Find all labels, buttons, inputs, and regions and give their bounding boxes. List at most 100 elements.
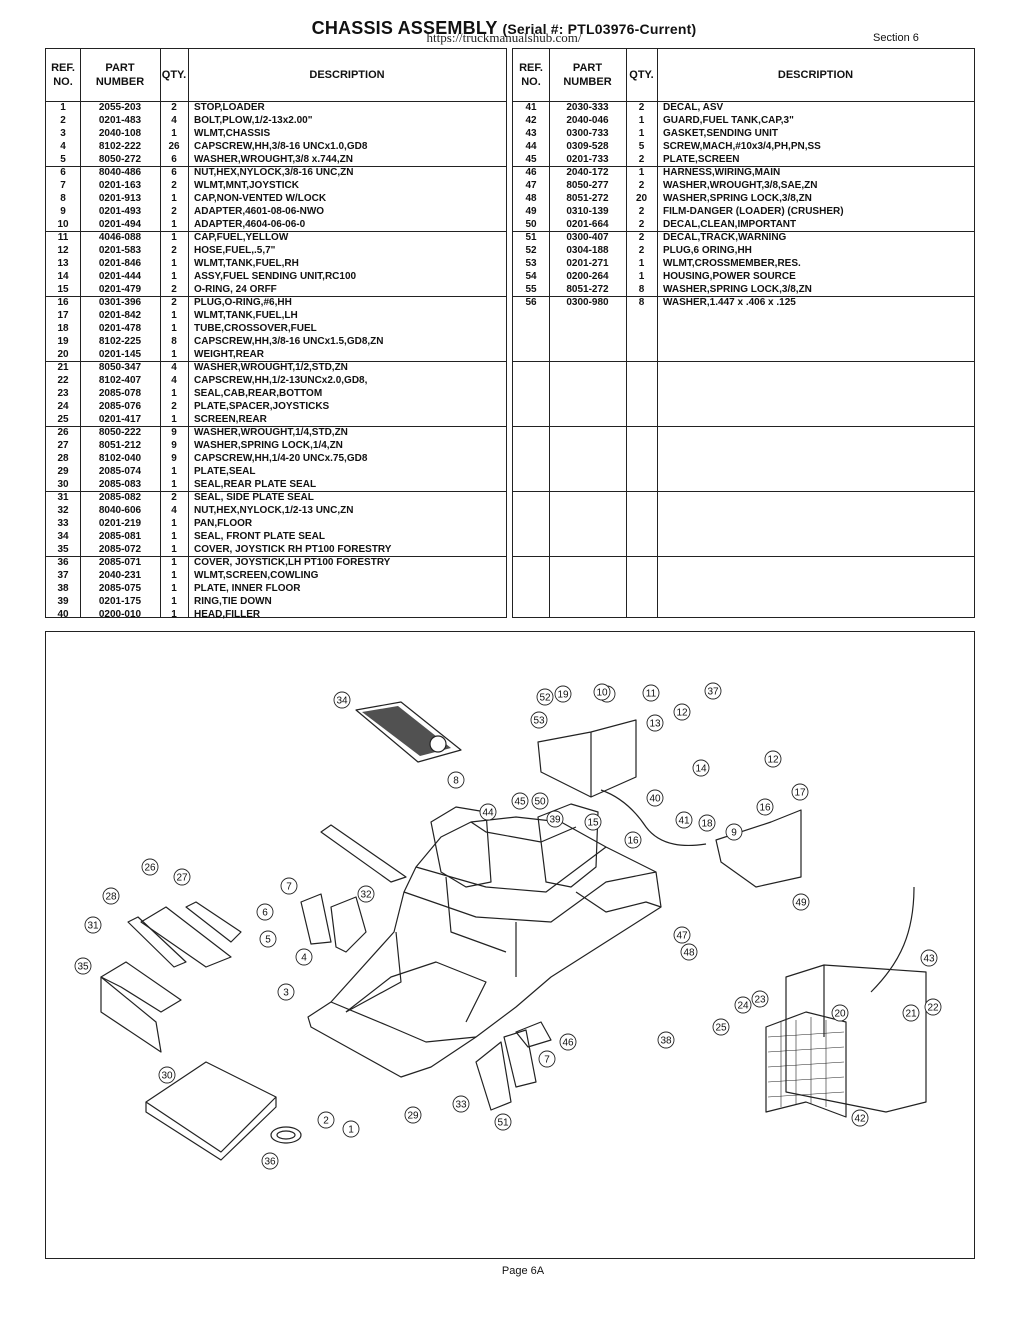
ref-cell: 17 xyxy=(57,310,69,321)
ref-cell: 55 xyxy=(525,284,537,295)
description-cell: RING,TIE DOWN xyxy=(194,596,272,607)
ref-cell: 42 xyxy=(525,115,537,126)
part-number-cell: 8050-222 xyxy=(98,427,142,438)
ref-cell: 26 xyxy=(57,427,69,438)
qty-cell: 1 xyxy=(171,583,177,594)
svg-text:29: 29 xyxy=(407,1111,419,1122)
qty-cell: 1 xyxy=(171,531,177,542)
callout-46: 46 xyxy=(559,1033,577,1051)
empty-row-divider xyxy=(513,478,974,492)
title-main: CHASSIS ASSEMBLY xyxy=(311,18,498,38)
part-number-cell: 8050-347 xyxy=(98,362,142,373)
part-number-cell: 4046-088 xyxy=(98,232,142,243)
description-cell: DECAL, ASV xyxy=(663,102,724,113)
qty-cell: 1 xyxy=(638,258,645,269)
table-header: REF. NO. PART NUMBER QTY. DESCRIPTION xyxy=(46,49,506,102)
callout-16: 16 xyxy=(756,798,774,816)
svg-text:51: 51 xyxy=(497,1118,509,1129)
svg-text:25: 25 xyxy=(715,1023,727,1034)
description-cell: SCREW,MACH,#10x3/4,PH,PN,SS xyxy=(663,141,821,152)
qty-cell: 4 xyxy=(171,115,177,126)
ref-cell: 10 xyxy=(57,219,69,230)
description-cell: WLMT,CROSSMEMBER,RES. xyxy=(663,258,801,269)
part-number-cell: 0300-733 xyxy=(566,128,609,139)
description-cell: CAPSCREW,HH,1/2-13UNCx2.0,GD8, xyxy=(194,375,368,386)
ref-cell: 5 xyxy=(60,154,66,165)
description-cell: WLMT,TANK,FUEL,RH xyxy=(194,258,299,269)
part-number-cell: 2040-172 xyxy=(566,167,609,178)
qty-cell: 2 xyxy=(171,297,177,308)
part-number-cell: 0201-493 xyxy=(98,206,142,217)
description-cell: SEAL,CAB,REAR,BOTTOM xyxy=(194,388,323,399)
svg-text:47: 47 xyxy=(676,931,688,942)
description-cell: NUT,HEX,NYLOCK,3/8-16 UNC,ZN xyxy=(194,167,354,178)
part-number-cell: 2085-074 xyxy=(98,466,142,477)
ref-cell: 19 xyxy=(57,336,69,347)
qty-cell: 1 xyxy=(171,557,177,568)
callout-24: 24 xyxy=(734,996,752,1014)
ref-cell: 9 xyxy=(60,206,66,217)
ref-cell: 43 xyxy=(525,128,537,139)
part-number-cell: 0201-163 xyxy=(98,180,142,191)
qty-cell: 2 xyxy=(171,102,177,113)
header-qty: QTY. xyxy=(161,69,187,81)
description-cell: HOSE,FUEL,.5,7" xyxy=(194,245,276,256)
ref-cell: 29 xyxy=(57,466,69,477)
callout-34: 34 xyxy=(333,691,351,709)
description-cell: HEAD,FILLER xyxy=(194,609,261,620)
page-title: CHASSIS ASSEMBLY (Serial #: PTL03976-Cur… xyxy=(0,18,1008,39)
part-number-cell: 0201-846 xyxy=(98,258,142,269)
callout-31: 31 xyxy=(84,916,102,934)
ref-cell: 33 xyxy=(57,518,69,529)
description-cell: O-RING, 24 ORFF xyxy=(194,284,277,295)
svg-text:49: 49 xyxy=(795,898,807,909)
description-cell: STOP,LOADER xyxy=(194,102,265,113)
parts-table-right: REF. NO. PART NUMBER QTY. DESCRIPTION 41… xyxy=(512,48,975,618)
svg-text:12: 12 xyxy=(676,708,688,719)
part-number-cell: 0200-264 xyxy=(566,271,609,282)
ref-cell: 36 xyxy=(57,557,69,568)
ref-cell: 51 xyxy=(525,232,537,243)
callout-5: 5 xyxy=(259,930,277,948)
empty-row-divider xyxy=(513,543,974,557)
part-number-cell: 8040-486 xyxy=(98,167,142,178)
qty-cell: 1 xyxy=(171,414,177,425)
svg-text:53: 53 xyxy=(533,716,545,727)
ref-cell: 23 xyxy=(57,388,69,399)
empty-row-divider xyxy=(513,413,974,427)
part-number-cell: 2085-072 xyxy=(98,544,142,555)
description-cell: COVER, JOYSTICK RH PT100 FORESTRY xyxy=(194,544,392,555)
description-cell: PLUG,O-RING,#6,HH xyxy=(194,297,292,308)
svg-text:7: 7 xyxy=(286,882,292,893)
part-number-cell: 8040-606 xyxy=(98,505,142,516)
svg-text:35: 35 xyxy=(77,962,89,973)
empty-row-divider xyxy=(513,348,974,362)
description-cell: WASHER,SPRING LOCK,3/8,ZN xyxy=(663,193,812,204)
qty-cell: 8 xyxy=(638,284,645,295)
part-number-cell: 0201-664 xyxy=(566,219,609,230)
callout-29: 29 xyxy=(404,1106,422,1124)
watermark-url[interactable]: https://truckmanualshub.com/ xyxy=(426,30,582,45)
header-description: DESCRIPTION xyxy=(309,69,385,81)
svg-text:33: 33 xyxy=(455,1100,467,1111)
qty-cell: 1 xyxy=(171,193,177,204)
description-cell: WASHER,WROUGHT,1/2,STD,ZN xyxy=(194,362,348,373)
qty-cell: 1 xyxy=(171,310,177,321)
svg-text:42: 42 xyxy=(854,1114,866,1125)
description-cell: NUT,HEX,NYLOCK,1/2-13 UNC,ZN xyxy=(194,505,354,516)
